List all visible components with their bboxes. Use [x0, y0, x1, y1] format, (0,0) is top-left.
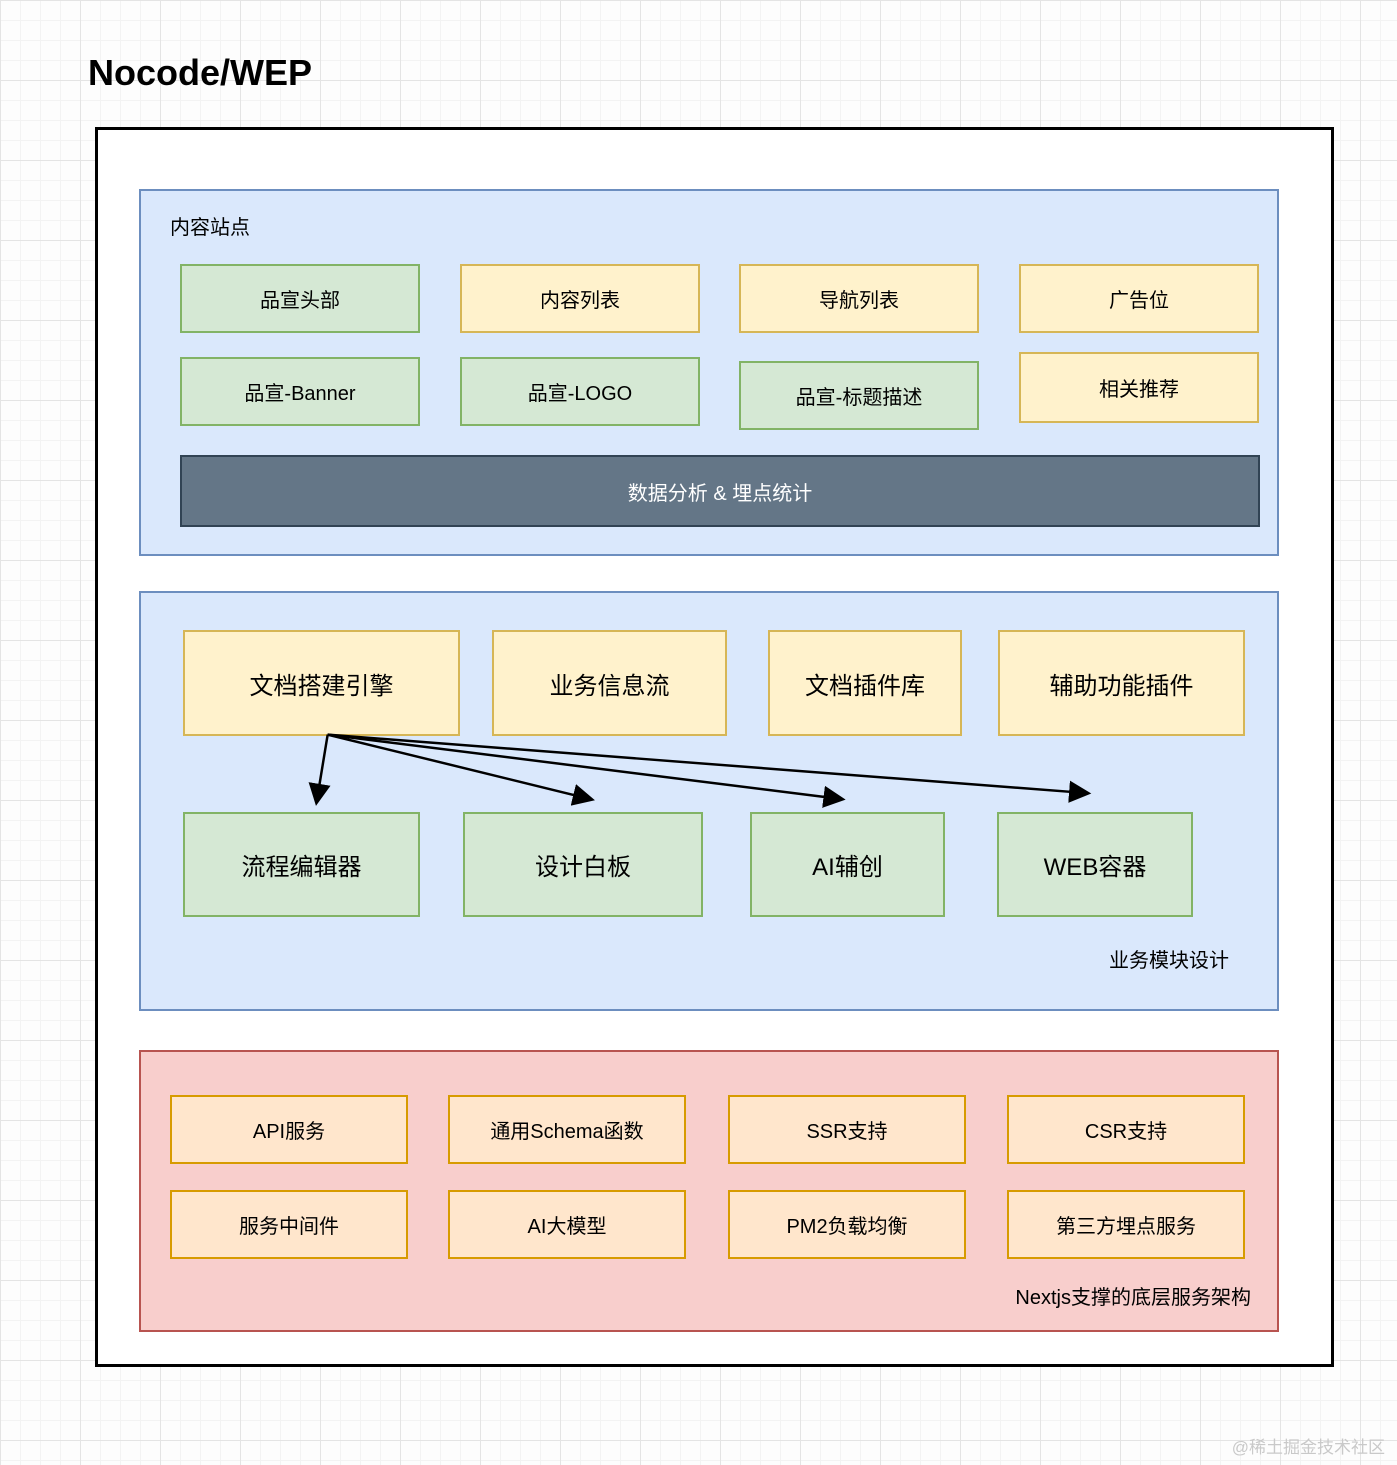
node-brand-logo: 品宣-LOGO	[460, 357, 700, 426]
node-business-feed: 业务信息流	[492, 630, 727, 736]
diagram-outer-frame: 内容站点 品宣头部 内容列表 导航列表 广告位 品宣-Banner 品宣-LOG…	[95, 127, 1334, 1367]
node-web-container: WEB容器	[997, 812, 1193, 917]
section-content-site: 内容站点 品宣头部 内容列表 导航列表 广告位 品宣-Banner 品宣-LOG…	[139, 189, 1279, 556]
node-design-whiteboard: 设计白板	[463, 812, 703, 917]
section-nextjs-services: API服务 通用Schema函数 SSR支持 CSR支持 服务中间件 AI大模型…	[139, 1050, 1279, 1332]
node-ssr-support: SSR支持	[728, 1095, 966, 1164]
section-content-site-label: 内容站点	[170, 217, 250, 239]
node-brand-title-desc: 品宣-标题描述	[739, 361, 979, 430]
node-analytics-tracking-bar: 数据分析 & 埋点统计	[180, 455, 1260, 527]
arrow-doc-engine-to-ai-assist	[327, 733, 846, 808]
section-business-modules: 文档搭建引擎 业务信息流 文档插件库 辅助功能插件 流程编辑器 设计白板 AI辅…	[139, 591, 1279, 1011]
page-title: Nocode/WEP	[88, 52, 313, 93]
node-nav-list: 导航列表	[739, 264, 979, 333]
arrow-doc-engine-to-flow-editor	[308, 734, 331, 806]
section-nextjs-services-label: Nextjs支撑的底层服务架构	[1015, 1287, 1251, 1309]
node-ai-large-model: AI大模型	[448, 1190, 686, 1259]
arrow-doc-engine-to-web-container	[327, 733, 1092, 803]
node-brand-header: 品宣头部	[180, 264, 420, 333]
node-third-party-tracking: 第三方埋点服务	[1007, 1190, 1245, 1259]
node-doc-build-engine: 文档搭建引擎	[183, 630, 460, 736]
node-content-list: 内容列表	[460, 264, 700, 333]
node-flow-editor: 流程编辑器	[183, 812, 420, 917]
node-pm2-load-balance: PM2负载均衡	[728, 1190, 966, 1259]
node-service-middleware: 服务中间件	[170, 1190, 408, 1259]
node-ad-slot: 广告位	[1019, 264, 1259, 333]
node-ai-assist-create: AI辅创	[750, 812, 945, 917]
node-related-recommend: 相关推荐	[1019, 352, 1259, 423]
node-csr-support: CSR支持	[1007, 1095, 1245, 1164]
node-doc-plugin-lib: 文档插件库	[768, 630, 962, 736]
watermark: @稀土掘金技术社区	[1231, 1438, 1385, 1457]
node-schema-functions: 通用Schema函数	[448, 1095, 686, 1164]
node-brand-banner: 品宣-Banner	[180, 357, 420, 426]
node-aux-function-plugins: 辅助功能插件	[998, 630, 1245, 736]
node-api-service: API服务	[170, 1095, 408, 1164]
section-business-modules-label: 业务模块设计	[1109, 950, 1229, 972]
arrow-doc-engine-to-whiteboard	[327, 733, 595, 806]
